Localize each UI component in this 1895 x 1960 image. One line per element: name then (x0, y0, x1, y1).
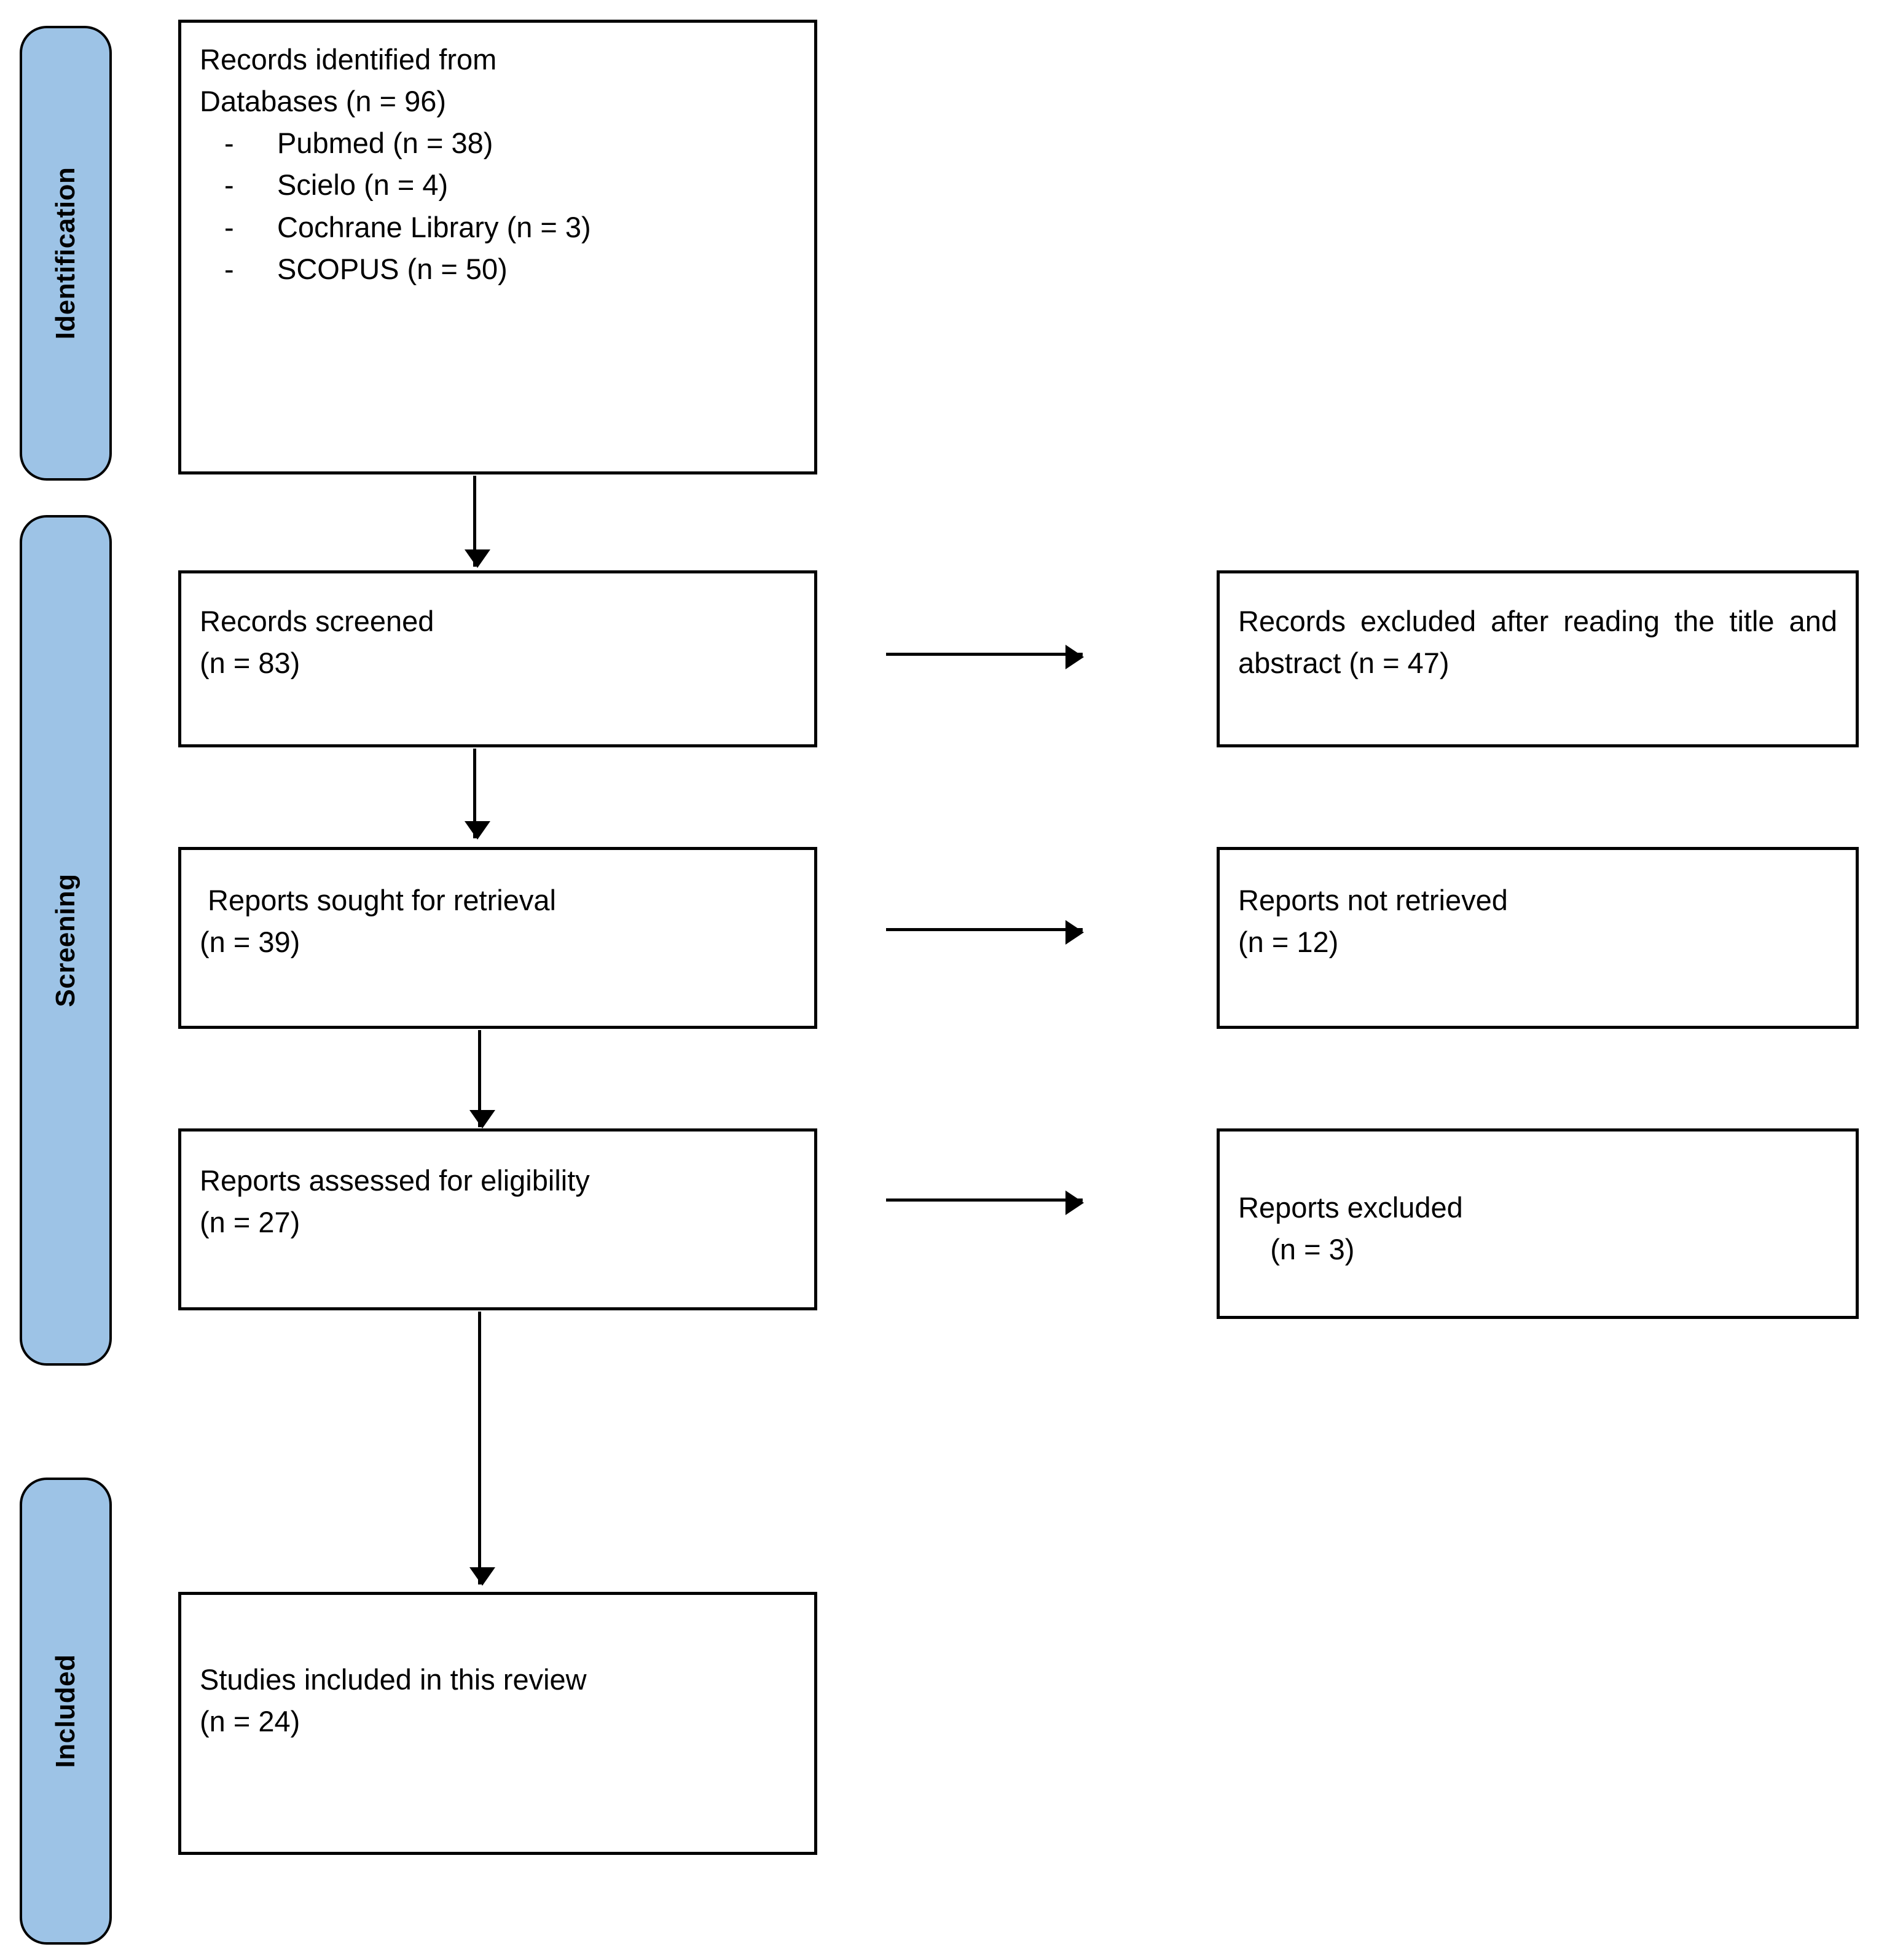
records-excluded-title-abstract-text: Records excluded after reading the title… (1238, 605, 1837, 680)
records-identified-item-scopus: - SCOPUS (n = 50) (200, 248, 796, 290)
reports-sought-retrieval-line-2: (n = 39) (200, 926, 300, 959)
records-identified-line-2: Databases (n = 96) (200, 85, 447, 118)
records-identified-item-pubmed: - Pubmed (n = 38) (200, 122, 796, 164)
reports-excluded-line-2: (n = 3) (1238, 1233, 1355, 1266)
records-identified-item-scielo-label: Scielo (n = 4) (277, 168, 449, 202)
arrow-screened-to-sought (465, 749, 490, 840)
arrow-identified-to-screened (465, 476, 490, 568)
arrow-sought-to-not-retrieved (886, 920, 1084, 945)
reports-excluded-line-1: Reports excluded (1238, 1191, 1463, 1224)
records-identified-line-1: Records identified from (200, 43, 497, 76)
reports-assessed-eligibility-line-1: Reports assessed for eligibility (200, 1164, 590, 1197)
records-identified-item-cochrane-label: Cochrane Library (n = 3) (277, 210, 591, 243)
box-reports-not-retrieved: Reports not retrieved (n = 12) (1217, 847, 1859, 1029)
list-dash-3: - (224, 210, 234, 243)
reports-assessed-eligibility-line-2: (n = 27) (200, 1206, 300, 1239)
studies-included-line-2: (n = 24) (200, 1705, 300, 1738)
arrow-sought-to-assessed (469, 1030, 495, 1128)
box-studies-included: Studies included in this review (n = 24) (178, 1592, 817, 1855)
records-screened-line-2: (n = 83) (200, 647, 300, 680)
box-reports-excluded: Reports excluded (n = 3) (1217, 1128, 1859, 1319)
reports-not-retrieved-line-2: (n = 12) (1238, 926, 1339, 959)
reports-not-retrieved-line-1: Reports not retrieved (1238, 884, 1508, 916)
box-reports-sought-retrieval: Reports sought for retrieval (n = 39) (178, 847, 817, 1029)
stage-label-included: Included (50, 1654, 80, 1768)
box-records-screened: Records screened (n = 83) (178, 570, 817, 747)
arrow-assessed-to-reports-excluded (886, 1191, 1084, 1215)
list-dash-1: - (224, 127, 234, 160)
list-dash-2: - (224, 168, 234, 202)
records-screened-line-1: Records screened (200, 605, 434, 637)
records-identified-item-cochrane: - Cochrane Library (n = 3) (200, 207, 796, 248)
records-identified-item-scielo: - Scielo (n = 4) (200, 164, 796, 206)
reports-sought-retrieval-line-1: Reports sought for retrieval (200, 884, 556, 916)
list-dash-4: - (224, 252, 234, 285)
records-identified-item-scopus-label: SCOPUS (n = 50) (277, 252, 508, 285)
box-records-excluded-title-abstract: Records excluded after reading the title… (1217, 570, 1859, 747)
studies-included-line-1: Studies included in this review (200, 1663, 587, 1696)
arrow-screened-to-excluded (886, 645, 1084, 669)
stage-bar-included: Included (20, 1478, 112, 1945)
stage-label-identification: Identification (50, 167, 80, 340)
box-reports-assessed-eligibility: Reports assessed for eligibility (n = 27… (178, 1128, 817, 1310)
stage-bar-screening: Screening (20, 515, 112, 1366)
records-identified-item-pubmed-label: Pubmed (n = 38) (277, 127, 493, 160)
box-records-identified: Records identified from Databases (n = 9… (178, 20, 817, 474)
arrow-assessed-to-included (469, 1312, 495, 1586)
stage-bar-identification: Identification (20, 26, 112, 481)
stage-label-screening: Screening (50, 873, 80, 1007)
